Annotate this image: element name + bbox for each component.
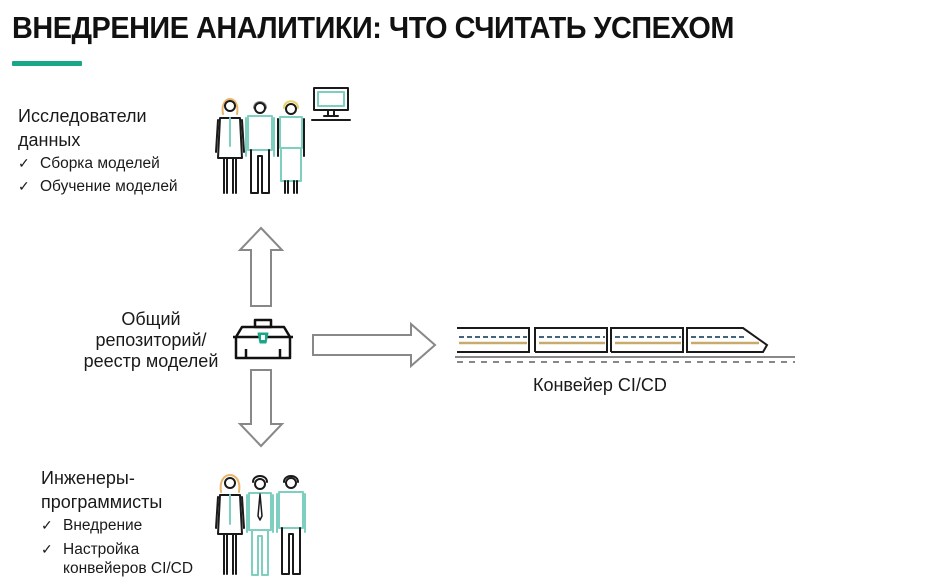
data-scientists-heading-line1: Исследователи: [18, 106, 147, 126]
woman-figure-icon: [215, 98, 245, 194]
engineers-heading-line2: программисты: [41, 492, 163, 512]
page-title: ВНЕДРЕНИЕ АНАЛИТИКИ: ЧТО СЧИТАТЬ УСПЕХОМ: [12, 10, 734, 45]
pipeline-label: Конвейер CI/CD: [533, 375, 667, 395]
train-car-1: [457, 327, 530, 353]
repository-label-line2: репозиторий/: [95, 330, 207, 350]
checkmark-icon: ✓: [18, 178, 30, 194]
engineers-block: Инженеры- программисты ✓ Внедрение ✓ Нас…: [41, 466, 193, 578]
list-item-label: Сборка моделей: [40, 155, 160, 172]
list-item-label: Внедрение: [63, 517, 143, 534]
repository-label-line3: реестр моделей: [83, 351, 219, 371]
list-item-label-line2: конвейеров CI/CD: [63, 560, 194, 577]
checkmark-icon: ✓: [41, 541, 53, 557]
list-item: ✓ Настройка конвейеров CI/CD: [41, 540, 193, 578]
list-item-label: Настройка конвейеров CI/CD: [63, 540, 193, 578]
list-item: ✓ Внедрение: [41, 514, 193, 537]
repository-label-line1: Общий: [121, 309, 181, 329]
engineers-illustration: [215, 474, 306, 576]
list-item-label: Обучение моделей: [40, 178, 178, 195]
worker-figure-icon: [277, 100, 305, 194]
arrow-up-icon: [237, 226, 285, 307]
toolbox-icon: [233, 318, 293, 360]
title-accent-bar: [12, 61, 82, 66]
man-figure-icon: [276, 475, 306, 575]
train-car-3: [610, 327, 684, 353]
arrow-right-icon: [312, 321, 437, 369]
data-scientists-heading-line2: данных: [18, 130, 81, 150]
man-with-tie-figure-icon: [246, 475, 274, 576]
repository-label: Общий репозиторий/ реестр моделей: [70, 309, 232, 372]
list-item: ✓ Сборка моделей: [18, 152, 178, 175]
data-scientists-block: Исследователи данных ✓ Сборка моделей ✓ …: [18, 104, 178, 198]
checkmark-icon: ✓: [18, 155, 30, 171]
monitor-icon: [311, 87, 351, 121]
checkmark-icon: ✓: [41, 517, 53, 533]
train-locomotive: [686, 327, 769, 353]
list-item-label-line1: Настройка: [63, 541, 140, 558]
train-illustration: [455, 327, 795, 363]
man-figure-icon: [245, 101, 275, 194]
train-car-2: [534, 327, 608, 353]
arrow-down-icon: [237, 369, 285, 448]
engineers-heading-line1: Инженеры-: [41, 468, 135, 488]
data-scientists-illustration: [215, 87, 351, 194]
list-item: ✓ Обучение моделей: [18, 175, 178, 198]
woman-figure-icon: [215, 474, 245, 575]
